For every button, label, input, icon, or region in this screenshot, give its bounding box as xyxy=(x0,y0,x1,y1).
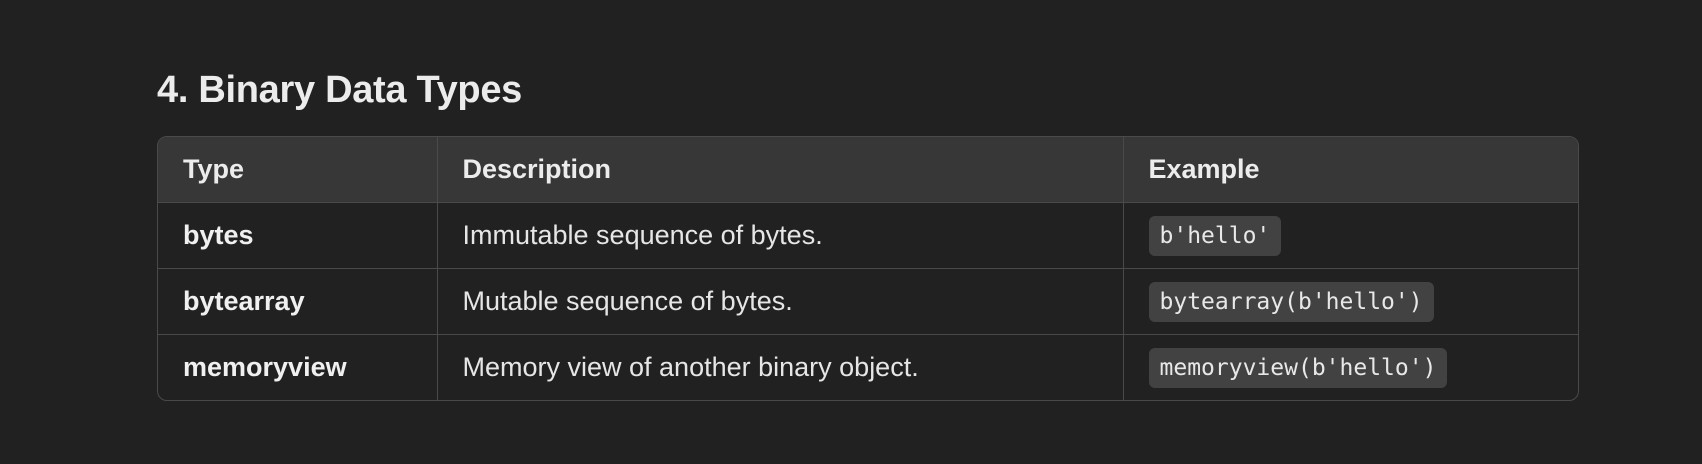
description-cell: Mutable sequence of bytes. xyxy=(437,268,1124,335)
example-code: memoryview(b'hello') xyxy=(1148,347,1448,388)
type-cell: memoryview xyxy=(158,334,438,400)
table-header: Type Description Example xyxy=(158,137,1578,203)
example-cell: memoryview(b'hello') xyxy=(1123,335,1578,401)
section-heading: 4. Binary Data Types xyxy=(157,69,523,111)
table-body: bytes Immutable sequence of bytes. b'hel… xyxy=(158,202,1578,401)
column-header-example: Example xyxy=(1123,137,1578,203)
type-cell: bytearray xyxy=(158,268,438,335)
example-code: b'hello' xyxy=(1148,215,1282,256)
example-code: bytearray(b'hello') xyxy=(1148,281,1434,322)
example-cell: bytearray(b'hello') xyxy=(1123,268,1578,335)
header-row: Type Description Example xyxy=(158,137,1578,203)
data-table: Type Description Example bytes Immutable… xyxy=(158,137,1578,400)
binary-data-types-section: 4. Binary Data Types Type Description Ex… xyxy=(157,60,1579,401)
binary-types-table: Type Description Example bytes Immutable… xyxy=(157,136,1579,401)
column-header-description: Description xyxy=(437,137,1124,203)
description-cell: Memory view of another binary object. xyxy=(437,334,1124,400)
table-row: bytes Immutable sequence of bytes. b'hel… xyxy=(158,202,1578,269)
example-cell: b'hello' xyxy=(1123,202,1578,269)
table-row: bytearray Mutable sequence of bytes. byt… xyxy=(158,268,1578,335)
column-header-type: Type xyxy=(158,137,438,203)
type-cell: bytes xyxy=(158,202,438,269)
description-cell: Immutable sequence of bytes. xyxy=(437,202,1124,269)
table-row: memoryview Memory view of another binary… xyxy=(158,334,1578,401)
